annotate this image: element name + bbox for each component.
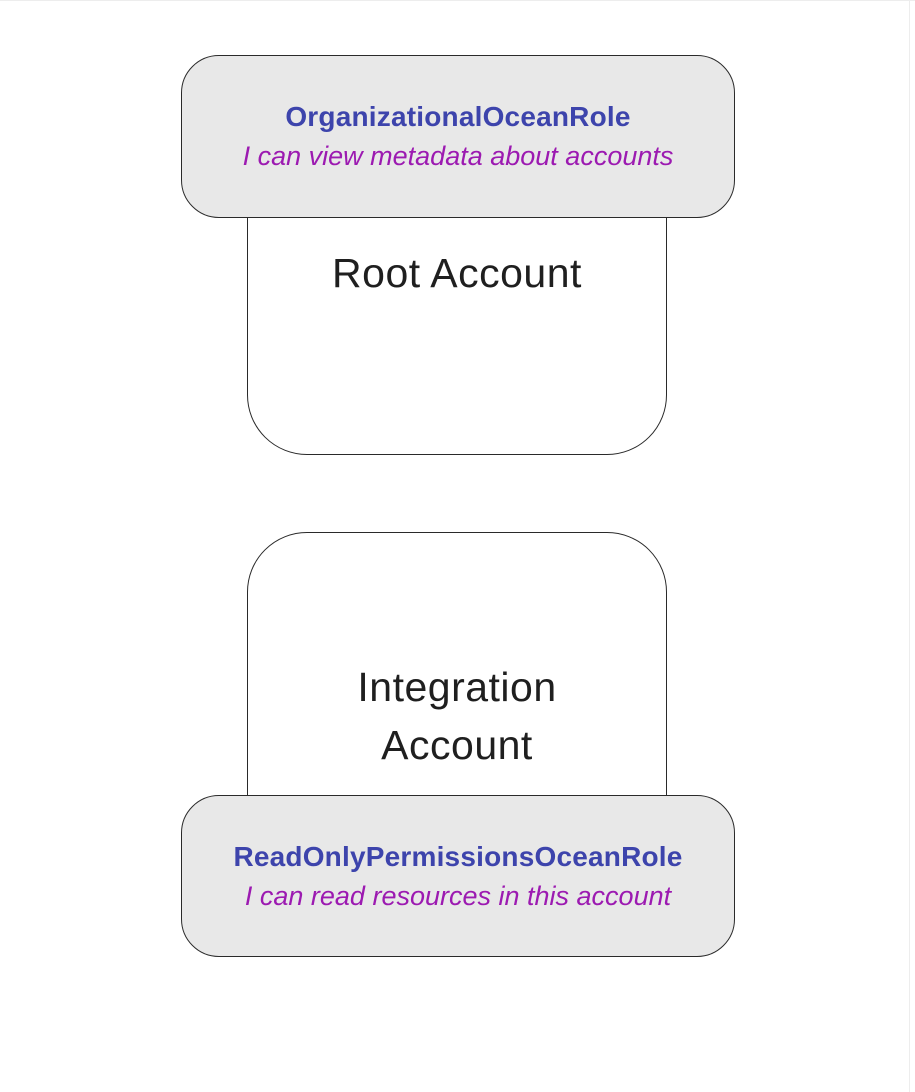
canvas-right-edge-line [909, 0, 910, 1092]
readonly-permissions-ocean-role-description: I can read resources in this account [244, 880, 672, 911]
readonly-permissions-ocean-role-name: ReadOnlyPermissionsOceanRole [233, 840, 683, 872]
organizational-ocean-role-name: OrganizationalOceanRole [285, 101, 631, 132]
root-account-label: Root Account [332, 250, 582, 296]
integration-account-label: Integration Account [357, 664, 557, 768]
canvas-top-edge-line [0, 0, 915, 1]
organizational-ocean-role-node: OrganizationalOceanRole I can view metad… [181, 55, 735, 218]
organizational-ocean-role-description: I can view metadata about accounts [242, 141, 674, 171]
readonly-permissions-ocean-role-node: ReadOnlyPermissionsOceanRole I can read … [181, 795, 735, 957]
